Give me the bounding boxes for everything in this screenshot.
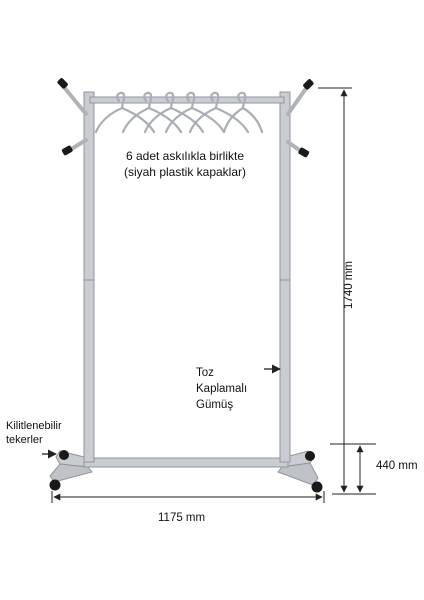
left-upright bbox=[83, 91, 95, 463]
finish-line-3: Gümüş bbox=[196, 399, 234, 411]
hangers bbox=[94, 91, 264, 134]
casters-line-2: tekerler bbox=[6, 434, 43, 446]
casters bbox=[49, 450, 323, 493]
casters-line-1: Kilitlenebilir bbox=[6, 420, 62, 432]
hanger bbox=[94, 91, 156, 134]
black-cap bbox=[61, 145, 73, 156]
black-cap bbox=[298, 147, 310, 158]
caster-wheel bbox=[305, 451, 315, 461]
caption-line-2: (siyah plastik kapaklar) bbox=[123, 165, 247, 179]
hangers-included-caption: 6 adet askılıkla birlikte (siyah plastik… bbox=[0, 148, 370, 180]
black-cap bbox=[57, 78, 68, 89]
base-height-dimension-label: 440 mm bbox=[376, 460, 418, 472]
hanger bbox=[143, 91, 205, 134]
hanger bbox=[222, 91, 264, 134]
finish-label: Toz Kaplamalı Gümüş bbox=[196, 365, 247, 413]
finish-line-1: Toz bbox=[196, 367, 214, 379]
black-cap bbox=[303, 79, 314, 90]
casters-label: Kilitlenebilir tekerler bbox=[6, 419, 62, 447]
height-dimension bbox=[318, 87, 376, 495]
width-dimension-label: 1175 mm bbox=[158, 512, 206, 524]
right-upright bbox=[279, 91, 291, 463]
hanger bbox=[121, 91, 183, 134]
hanger bbox=[188, 91, 250, 134]
caption-line-1: 6 adet askılıkla birlikte bbox=[125, 149, 245, 163]
finish-line-2: Kaplamalı bbox=[196, 383, 248, 395]
caster-wheel bbox=[311, 481, 323, 493]
right-arms bbox=[286, 79, 314, 158]
caster-wheel bbox=[59, 450, 69, 460]
height-dimension-label: 1740 mm bbox=[339, 250, 359, 320]
caster-wheel bbox=[49, 479, 61, 491]
hanger bbox=[164, 91, 226, 134]
bottom-crossbar bbox=[83, 457, 289, 468]
height-value: 1740 mm bbox=[343, 261, 355, 309]
width-dimension bbox=[51, 491, 325, 503]
left-arms bbox=[57, 78, 88, 156]
